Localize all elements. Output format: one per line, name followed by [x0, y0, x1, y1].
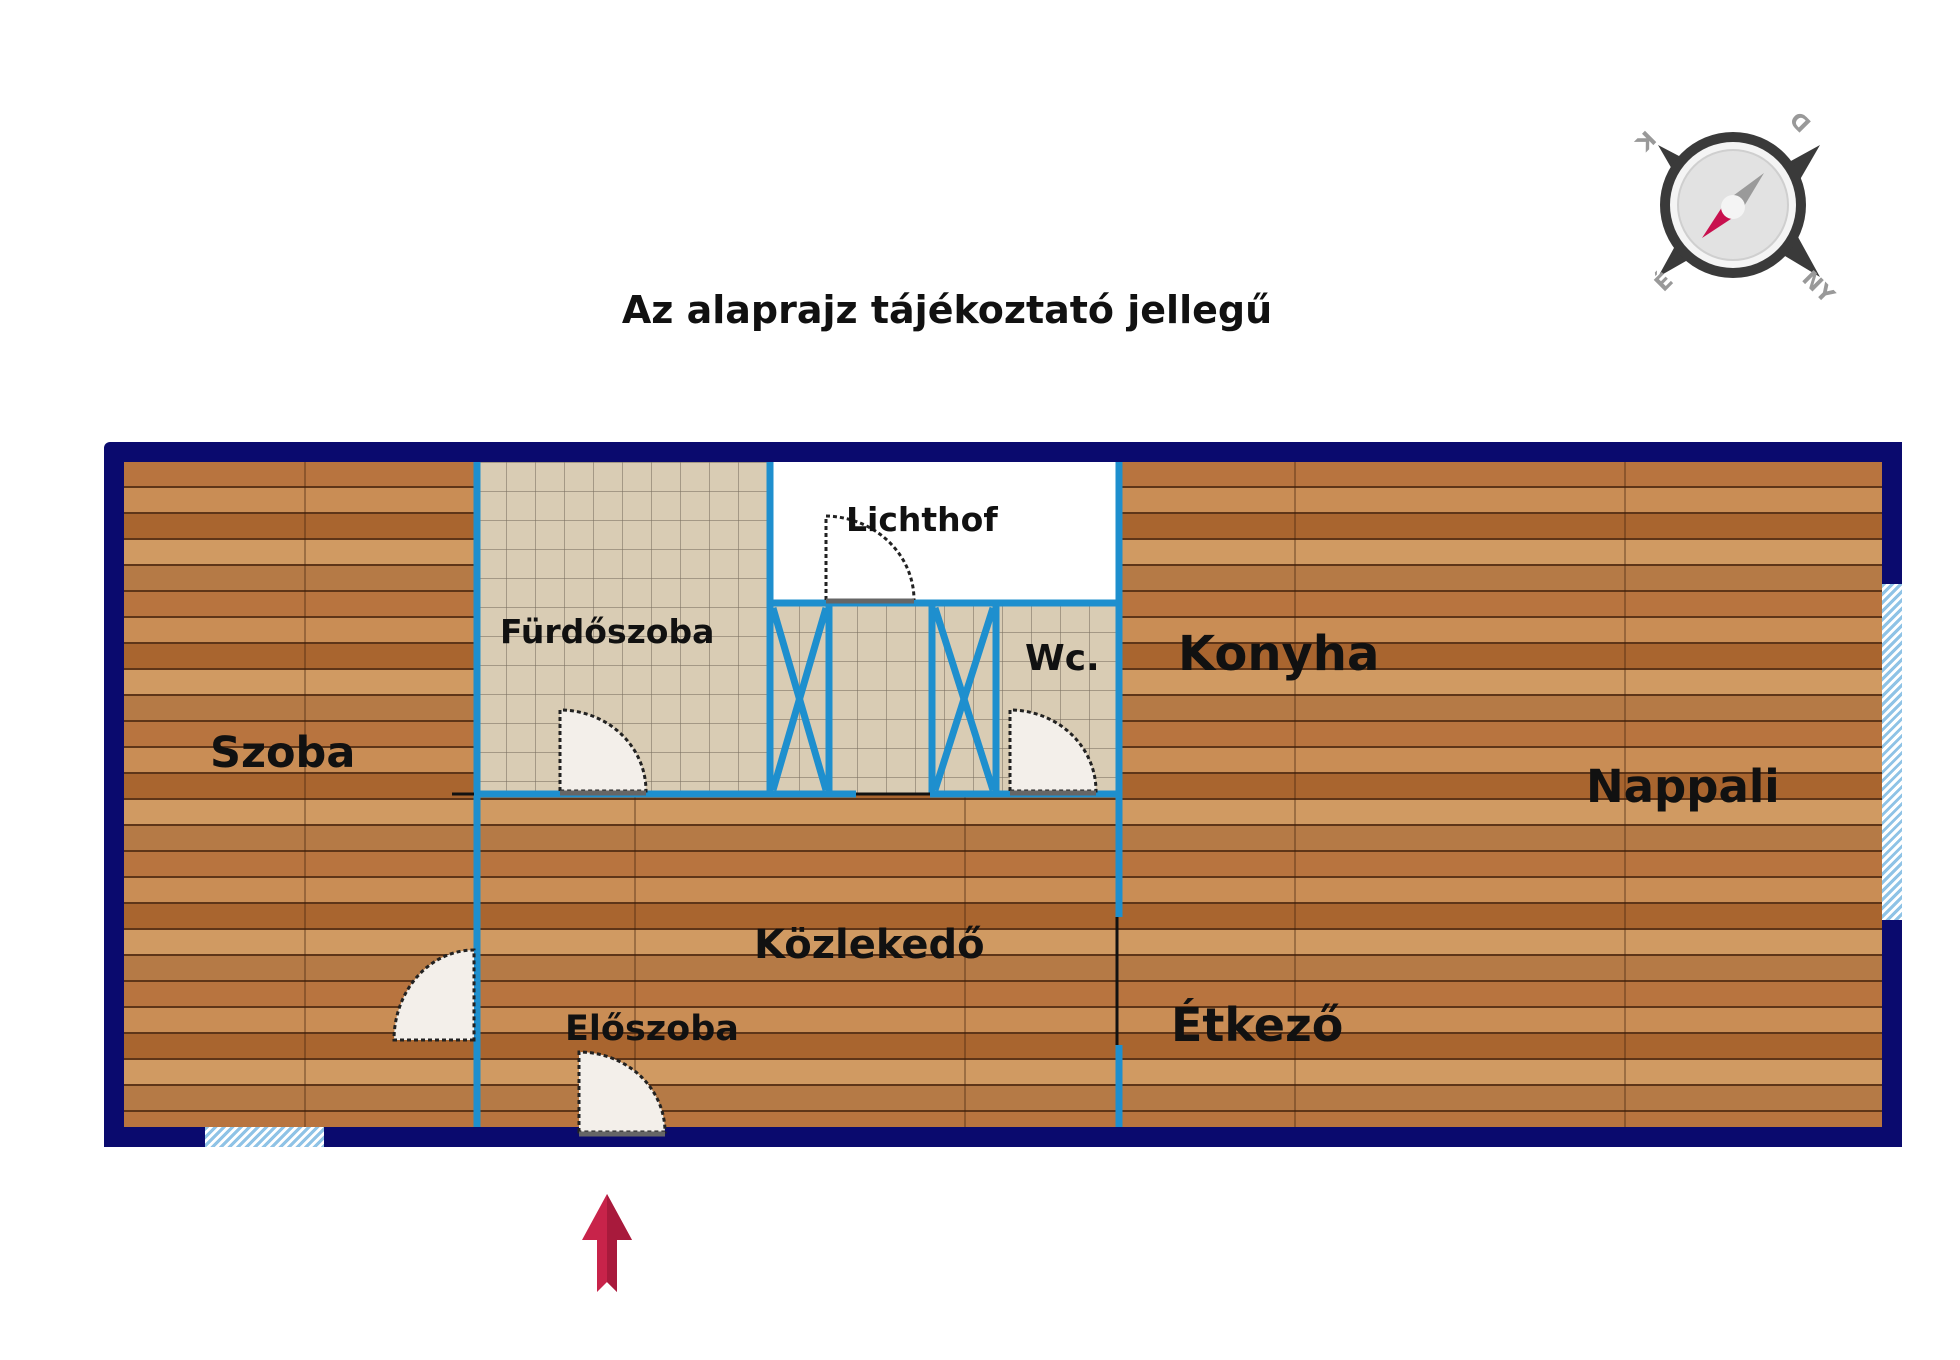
window-right — [1882, 584, 1902, 920]
window-bottom — [205, 1127, 324, 1147]
room-label-etkezo: Étkező — [1171, 998, 1344, 1052]
room-label-szoba: Szoba — [210, 728, 356, 778]
room-label-eloszoba: Előszoba — [565, 1009, 739, 1049]
plan-disclaimer-title: Az alaprajz tájékoztató jellegű — [621, 288, 1273, 332]
compass-icon: K D É NY — [1630, 106, 1839, 310]
room-label-furdoszoba: Fürdőszoba — [500, 612, 715, 651]
room-label-lichthof: Lichthof — [846, 500, 998, 539]
room-label-nappali: Nappali — [1586, 760, 1780, 813]
lichthof-area — [770, 462, 1119, 603]
room-label-konyha: Konyha — [1178, 626, 1380, 682]
room-label-kozlekedo: Közlekedő — [754, 922, 985, 968]
bathroom-tile-floor — [477, 462, 770, 794]
entrance-arrow-icon — [582, 1194, 632, 1292]
room-label-wc: Wc. — [1025, 638, 1100, 679]
